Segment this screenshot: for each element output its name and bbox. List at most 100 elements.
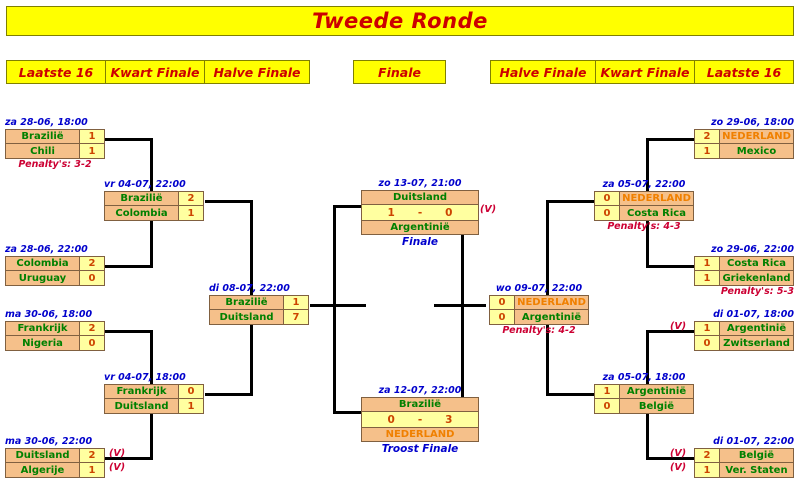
extra-time-mark-home: (V) xyxy=(670,321,687,332)
match-box[interactable]: 1 Argentinië 0 Zwitserland xyxy=(694,321,794,351)
match-row-away[interactable]: Nigeria 0 xyxy=(6,336,104,350)
match-row-home[interactable]: 1 Costa Rica xyxy=(695,257,793,271)
team-score-away: 7 xyxy=(283,310,308,324)
team-score-home: 2 xyxy=(695,449,720,462)
match-row-home[interactable]: 1 Argentinië xyxy=(695,322,793,336)
match-box[interactable]: Brazilië 1 Chili 1 xyxy=(5,129,105,159)
match-row-away[interactable]: Colombia 1 xyxy=(105,206,203,220)
team-name-home: Argentinië xyxy=(720,322,793,335)
team-name-away: Duitsland xyxy=(210,310,283,324)
match-box[interactable]: Duitsland 2 Algerije 1 xyxy=(5,448,105,478)
team-name-away: Argentinië xyxy=(515,310,588,324)
penalty-note: Penalty's: 5-3 xyxy=(720,286,794,297)
match-box[interactable]: 0 NEDERLAND 0 Costa Rica xyxy=(594,191,694,221)
match-row-home[interactable]: Frankrijk 0 xyxy=(105,385,203,399)
third-place-box[interactable]: Brazilië 0 - 3 NEDERLAND xyxy=(361,397,479,442)
match-row-away[interactable]: Uruguay 0 xyxy=(6,271,104,285)
match-row-away[interactable]: 1 Griekenland xyxy=(695,271,793,285)
round-header-kwart-finale-right: Kwart Finale xyxy=(595,60,695,84)
round-label: Laatste 16 xyxy=(18,64,94,80)
match-row-home[interactable]: Duitsland 2 xyxy=(6,449,104,463)
match-row-away[interactable]: 0 Argentinië xyxy=(490,310,588,324)
team-score-away: 0 xyxy=(79,271,104,285)
match-row-home[interactable]: Brazilië 2 xyxy=(105,192,203,206)
match-final[interactable]: zo 13-07, 21:00 Duitsland 1 - 0 Argentin… xyxy=(361,178,496,248)
team-score-home: 0 xyxy=(595,192,620,205)
match-row-home[interactable]: Frankrijk 2 xyxy=(6,322,104,336)
match-date: ma 30-06, 22:00 xyxy=(5,436,93,447)
match-row-away[interactable]: 1 Ver. Staten xyxy=(695,463,793,477)
team-name-home: Brazilië xyxy=(210,296,283,309)
match-right-r16-4[interactable]: di 01-07, 22:00 2 België 1 Ver. Staten (… xyxy=(670,436,794,478)
team-score-away: 1 xyxy=(178,206,203,220)
match-row-home[interactable]: Brazilië 1 xyxy=(210,296,308,310)
match-row-away[interactable]: Chili 1 xyxy=(6,144,104,158)
match-box[interactable]: 1 Costa Rica 1 Griekenland xyxy=(694,256,794,286)
match-right-r16-3[interactable]: di 01-07, 18:00 1 Argentinië 0 Zwitserla… xyxy=(670,309,794,351)
third-place-score-away: 3 xyxy=(445,413,453,426)
final-team-away: Argentinië xyxy=(362,220,478,234)
match-row-home[interactable]: 1 Argentinië xyxy=(595,385,693,399)
match-row-home[interactable]: Colombia 2 xyxy=(6,257,104,271)
match-right-qf-2[interactable]: za 05-07, 18:00 1 Argentinië 0 België xyxy=(594,372,694,414)
team-name-home: Duitsland xyxy=(6,449,79,462)
match-box[interactable]: 0 NEDERLAND 0 Argentinië xyxy=(489,295,589,325)
team-name-home: Frankrijk xyxy=(6,322,79,335)
match-row-away[interactable]: 0 Costa Rica xyxy=(595,206,693,220)
match-left-r16-2[interactable]: za 28-06, 22:00 Colombia 2 Uruguay 0 xyxy=(5,244,105,286)
match-row-away[interactable]: Algerije 1 xyxy=(6,463,104,477)
match-row-home[interactable]: Brazilië 1 xyxy=(6,130,104,144)
match-row-home[interactable]: 2 België xyxy=(695,449,793,463)
final-box[interactable]: Duitsland 1 - 0 Argentinië xyxy=(361,190,479,235)
team-score-away: 0 xyxy=(695,336,720,350)
match-box[interactable]: Brazilië 2 Colombia 1 xyxy=(104,191,204,221)
round-header-halve-finale-right: Halve Finale xyxy=(490,60,596,84)
match-box[interactable]: 1 Argentinië 0 België xyxy=(594,384,694,414)
match-box[interactable]: Frankrijk 2 Nigeria 0 xyxy=(5,321,105,351)
team-name-home: Brazilië xyxy=(105,192,178,205)
penalty-note: Penalty's: 3-2 xyxy=(18,159,92,170)
match-row-home[interactable]: 0 NEDERLAND xyxy=(595,192,693,206)
match-row-away[interactable]: Duitsland 7 xyxy=(210,310,308,324)
match-date: di 01-07, 18:00 xyxy=(713,309,794,320)
match-left-qf-2[interactable]: vr 04-07, 18:00 Frankrijk 0 Duitsland 1 xyxy=(104,372,204,414)
match-left-qf-1[interactable]: vr 04-07, 22:00 Brazilië 2 Colombia 1 xyxy=(104,179,204,221)
match-left-semifinal[interactable]: di 08-07, 22:00 Brazilië 1 Duitsland 7 xyxy=(209,283,309,325)
match-row-away[interactable]: 0 België xyxy=(595,399,693,413)
match-row-away[interactable]: 0 Zwitserland xyxy=(695,336,793,350)
connector-line xyxy=(461,205,464,307)
match-right-r16-1[interactable]: zo 29-06, 18:00 2 NEDERLAND 1 Mexico xyxy=(694,117,794,159)
match-row-home[interactable]: 2 NEDERLAND xyxy=(695,130,793,144)
match-row-away[interactable]: 1 Mexico xyxy=(695,144,793,158)
match-box[interactable]: 2 België 1 Ver. Staten xyxy=(694,448,794,478)
final-score-away: 0 xyxy=(445,206,453,219)
match-right-r16-2[interactable]: zo 29-06, 22:00 1 Costa Rica 1 Griekenla… xyxy=(694,244,794,297)
team-score-home: 0 xyxy=(178,385,203,398)
round-header-kwart-finale-left: Kwart Finale xyxy=(105,60,205,84)
match-box[interactable]: Brazilië 1 Duitsland 7 xyxy=(209,295,309,325)
team-score-away: 0 xyxy=(490,310,515,324)
team-score-away: 0 xyxy=(595,206,620,220)
match-box[interactable]: Frankrijk 0 Duitsland 1 xyxy=(104,384,204,414)
match-row-away[interactable]: Duitsland 1 xyxy=(105,399,203,413)
team-name-home: Brazilië xyxy=(6,130,79,143)
team-name-home: NEDERLAND xyxy=(720,130,793,143)
match-box[interactable]: Colombia 2 Uruguay 0 xyxy=(5,256,105,286)
match-left-r16-3[interactable]: ma 30-06, 18:00 Frankrijk 2 Nigeria 0 xyxy=(5,309,105,351)
match-box[interactable]: 2 NEDERLAND 1 Mexico xyxy=(694,129,794,159)
match-right-semifinal[interactable]: wo 09-07, 22:00 0 NEDERLAND 0 Argentinië… xyxy=(489,283,589,336)
team-score-away: 1 xyxy=(695,144,720,158)
team-name-away: Uruguay xyxy=(6,271,79,285)
team-name-home: België xyxy=(720,449,793,462)
team-name-away: Nigeria xyxy=(6,336,79,350)
third-place-team-away: NEDERLAND xyxy=(362,427,478,441)
match-right-qf-1[interactable]: za 05-07, 22:00 0 NEDERLAND 0 Costa Rica… xyxy=(594,179,694,232)
match-date: za 28-06, 22:00 xyxy=(5,244,88,255)
match-date: za 12-07, 22:00 xyxy=(378,385,462,396)
round-label: Halve Finale xyxy=(499,64,587,80)
match-left-r16-4[interactable]: ma 30-06, 22:00 Duitsland 2 Algerije 1 (… xyxy=(5,436,125,478)
match-left-r16-1[interactable]: za 28-06, 18:00 Brazilië 1 Chili 1 Penal… xyxy=(5,117,105,170)
match-row-home[interactable]: 0 NEDERLAND xyxy=(490,296,588,310)
team-score-away: 0 xyxy=(79,336,104,350)
match-third-place[interactable]: za 12-07, 22:00 Brazilië 0 - 3 NEDERLAND… xyxy=(361,385,479,455)
